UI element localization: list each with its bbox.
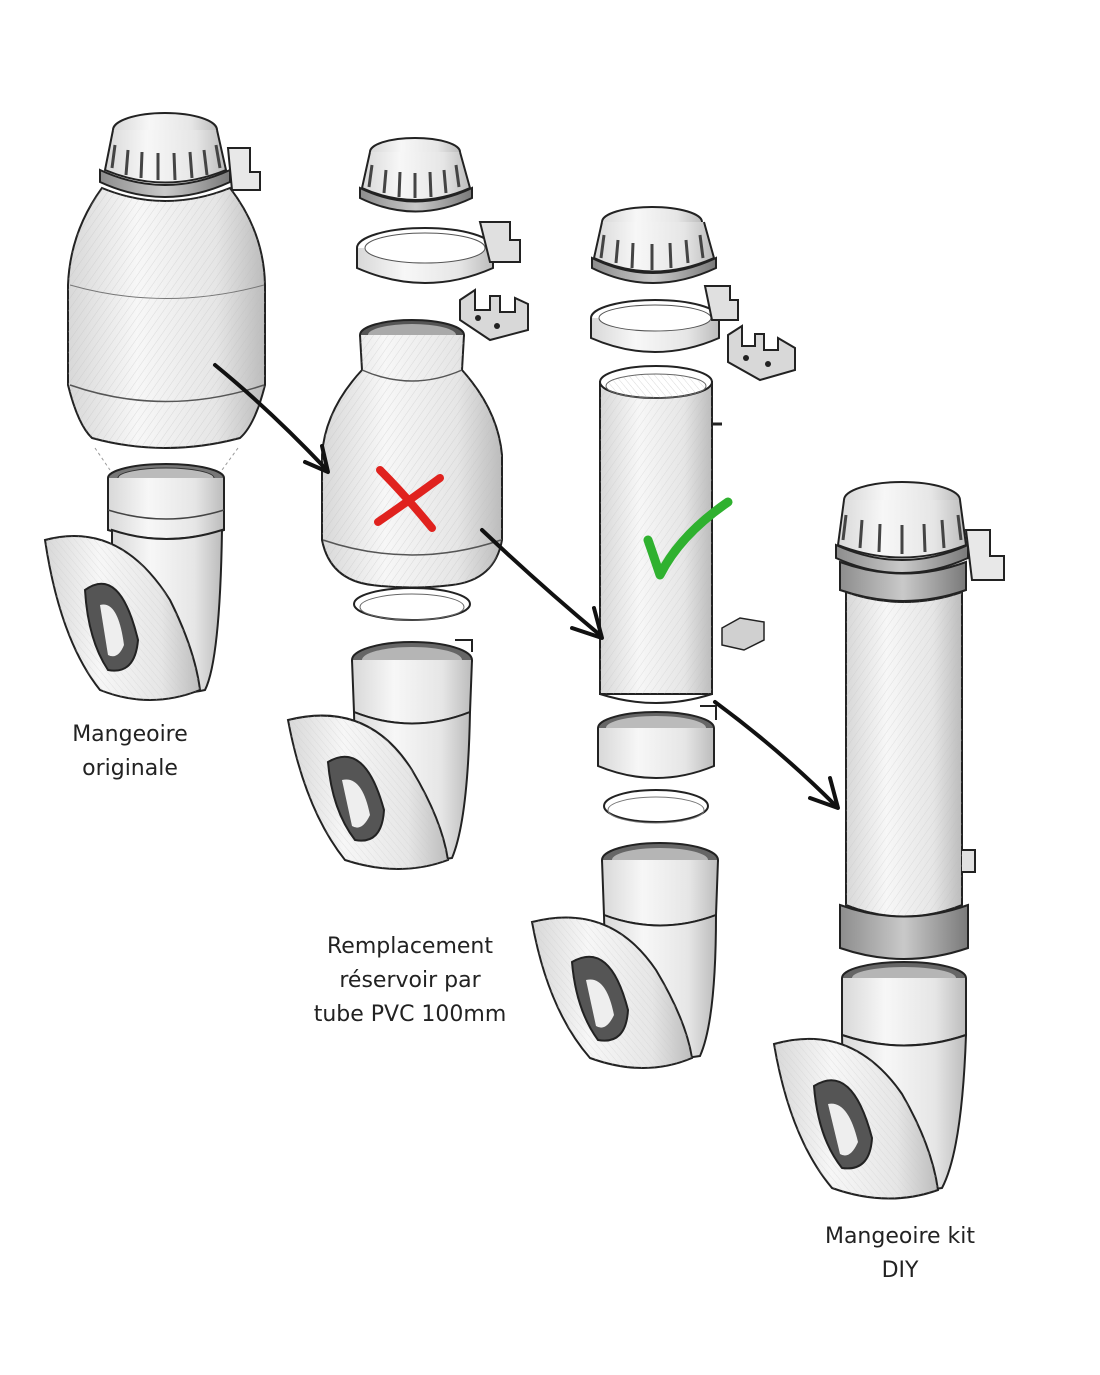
arrow-rejected-to-pvc	[482, 530, 600, 635]
rejected-feeder	[288, 138, 528, 869]
rejected-feeding-tray	[288, 712, 470, 869]
caption-diy-feeder: Mangeoire kit DIY	[790, 1220, 1010, 1288]
original-reservoir	[68, 188, 265, 448]
original-feeder	[45, 113, 265, 700]
caption-replacement-line3: tube PVC 100mm	[290, 998, 530, 1032]
diy-feeding-tray	[774, 1035, 966, 1199]
pvc-tube	[600, 366, 722, 703]
pvc-band-ring	[591, 286, 738, 352]
pvc-lower-ring	[598, 706, 716, 778]
pvc-cap	[592, 207, 716, 283]
diy-cap	[836, 482, 1004, 580]
pvc-collar	[602, 843, 718, 926]
pvc-spacer-block	[722, 618, 764, 650]
arrow-pvc-to-diy	[715, 702, 835, 805]
caption-diy-line1: Mangeoire kit	[790, 1220, 1010, 1254]
rejected-band-ring	[357, 222, 520, 283]
original-feeding-tray	[45, 530, 222, 700]
diy-feeder	[774, 482, 1004, 1199]
rejected-cap	[360, 138, 472, 212]
pvc-feeding-tray	[532, 915, 716, 1068]
caption-replacement-line1: Remplacement	[290, 930, 530, 964]
original-cap	[100, 113, 260, 197]
pvc-bracket	[728, 326, 795, 380]
pvc-gasket	[604, 790, 708, 822]
pvc-feeder-exploded	[532, 207, 795, 1068]
caption-diy-line2: DIY	[790, 1254, 1010, 1288]
diy-collar	[842, 962, 966, 1046]
rejected-reservoir	[322, 320, 502, 588]
caption-original-line2: originale	[30, 752, 230, 786]
caption-original-line1: Mangeoire	[30, 718, 230, 752]
caption-replacement: Remplacement réservoir par tube PVC 100m…	[290, 930, 530, 1032]
caption-replacement-line2: réservoir par	[290, 964, 530, 998]
caption-original-feeder: Mangeoire originale	[30, 718, 230, 786]
rejected-bracket	[460, 290, 528, 340]
diy-tube	[846, 592, 975, 917]
rejected-collar	[352, 640, 472, 724]
original-collar	[108, 464, 224, 539]
